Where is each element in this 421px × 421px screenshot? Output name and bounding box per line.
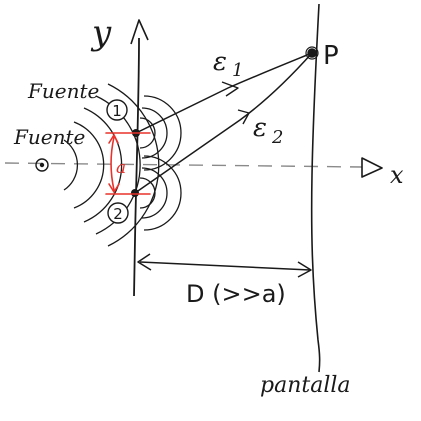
distance-arrow-left	[137, 253, 152, 271]
slit-2-number: 2	[113, 205, 123, 223]
source-left-label: Fuente	[13, 125, 85, 149]
y-axis-arrowhead	[130, 19, 149, 45]
slit-1-number-circle	[106, 99, 128, 121]
x-axis-label: x	[390, 161, 404, 189]
source-left-dot	[39, 162, 45, 168]
source-left-marker	[35, 158, 49, 172]
screen-label: pantalla	[260, 373, 351, 398]
e2-subscript: 2	[271, 127, 283, 148]
point-p-label: P	[323, 41, 339, 71]
ray-e1	[135, 52, 313, 134]
barrier-line	[133, 37, 140, 297]
e1-label: ε	[213, 47, 227, 77]
screen-line	[310, 3, 321, 373]
distance-label: D (>>a)	[186, 280, 286, 308]
ray-e2-arrow	[237, 109, 250, 125]
distance-arrow-line	[139, 261, 311, 271]
e1-subscript: 1	[232, 60, 243, 81]
x-axis-arrowhead	[361, 157, 383, 178]
distance-arrow-right	[297, 261, 312, 278]
slit-1-number: 1	[112, 102, 122, 120]
e2-label: ε	[253, 113, 267, 143]
ray-e2	[134, 52, 313, 194]
source-top-label: Fuente	[27, 79, 99, 103]
slit-2-number-circle	[107, 202, 129, 224]
separation-label: a	[116, 158, 126, 178]
y-axis-label: y	[90, 13, 112, 53]
x-axis-dashed	[4, 162, 363, 168]
point-p-ring	[305, 46, 319, 60]
separation-marker	[105, 132, 151, 195]
ray-e1-arrow	[221, 81, 239, 97]
